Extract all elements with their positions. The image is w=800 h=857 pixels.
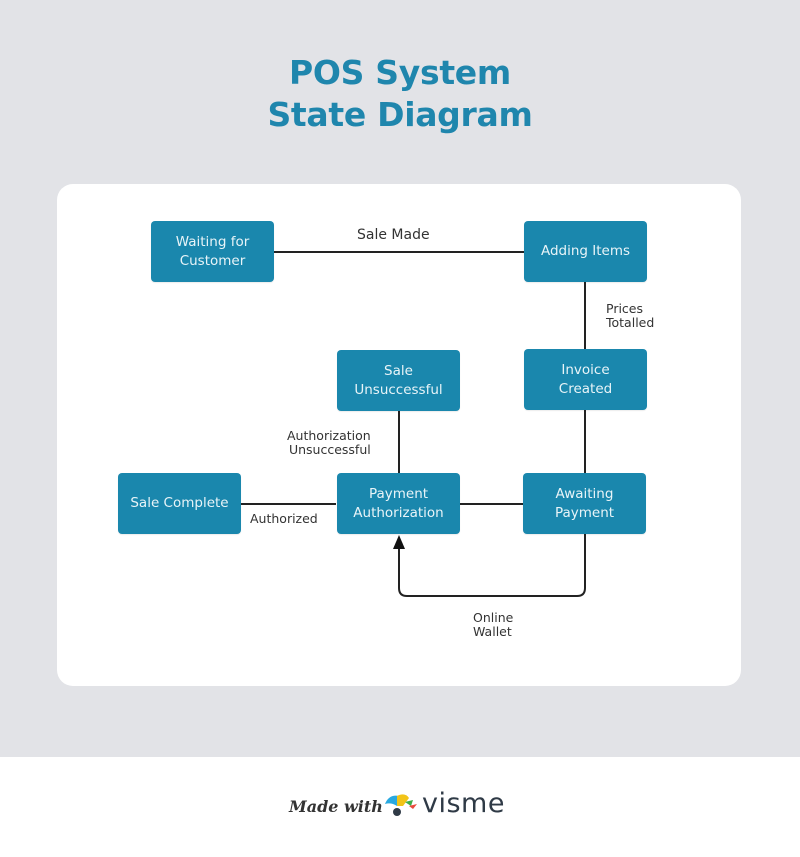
state-label: Invoice Created xyxy=(558,361,613,397)
edge-label-authorized: Authorized xyxy=(250,511,318,526)
edge-label-online-wallet: Online Wallet xyxy=(473,610,514,639)
state-adding-items[interactable]: Adding Items xyxy=(524,221,647,282)
title-line-2: State Diagram xyxy=(267,95,533,134)
state-label: Sale Unsuccessful xyxy=(354,362,443,398)
arrowhead-icon xyxy=(393,535,405,549)
state-payment-authorization[interactable]: Payment Authorization xyxy=(337,473,460,534)
state-label: Payment Authorization xyxy=(353,485,444,521)
made-with-text: Made with xyxy=(289,797,383,816)
page-title: POS System State Diagram xyxy=(0,52,800,136)
state-label: Awaiting Payment xyxy=(554,485,615,521)
state-label: Adding Items xyxy=(540,243,631,259)
state-invoice-created[interactable]: Invoice Created xyxy=(524,349,647,410)
edge-label-prices-totalled: Prices Totalled xyxy=(606,301,655,330)
visme-brand[interactable]: visme xyxy=(422,788,505,819)
state-sale-unsuccessful[interactable]: Sale Unsuccessful xyxy=(337,350,460,411)
state-label: Sale Complete xyxy=(130,495,229,511)
state-awaiting-payment[interactable]: Awaiting Payment xyxy=(523,473,646,534)
edge-label-sale-made: Sale Made xyxy=(357,227,430,243)
state-label: Waiting for Customer xyxy=(175,233,250,269)
edge-online-wallet xyxy=(398,534,586,597)
state-sale-complete[interactable]: Sale Complete xyxy=(118,473,241,534)
visme-logo-icon xyxy=(385,794,417,816)
state-waiting-for-customer[interactable]: Waiting for Customer xyxy=(151,221,274,282)
edge-label-auth-unsuccessful: Authorization Unsuccessful xyxy=(287,428,371,457)
title-line-1: POS System xyxy=(289,53,511,92)
footer xyxy=(0,757,800,857)
